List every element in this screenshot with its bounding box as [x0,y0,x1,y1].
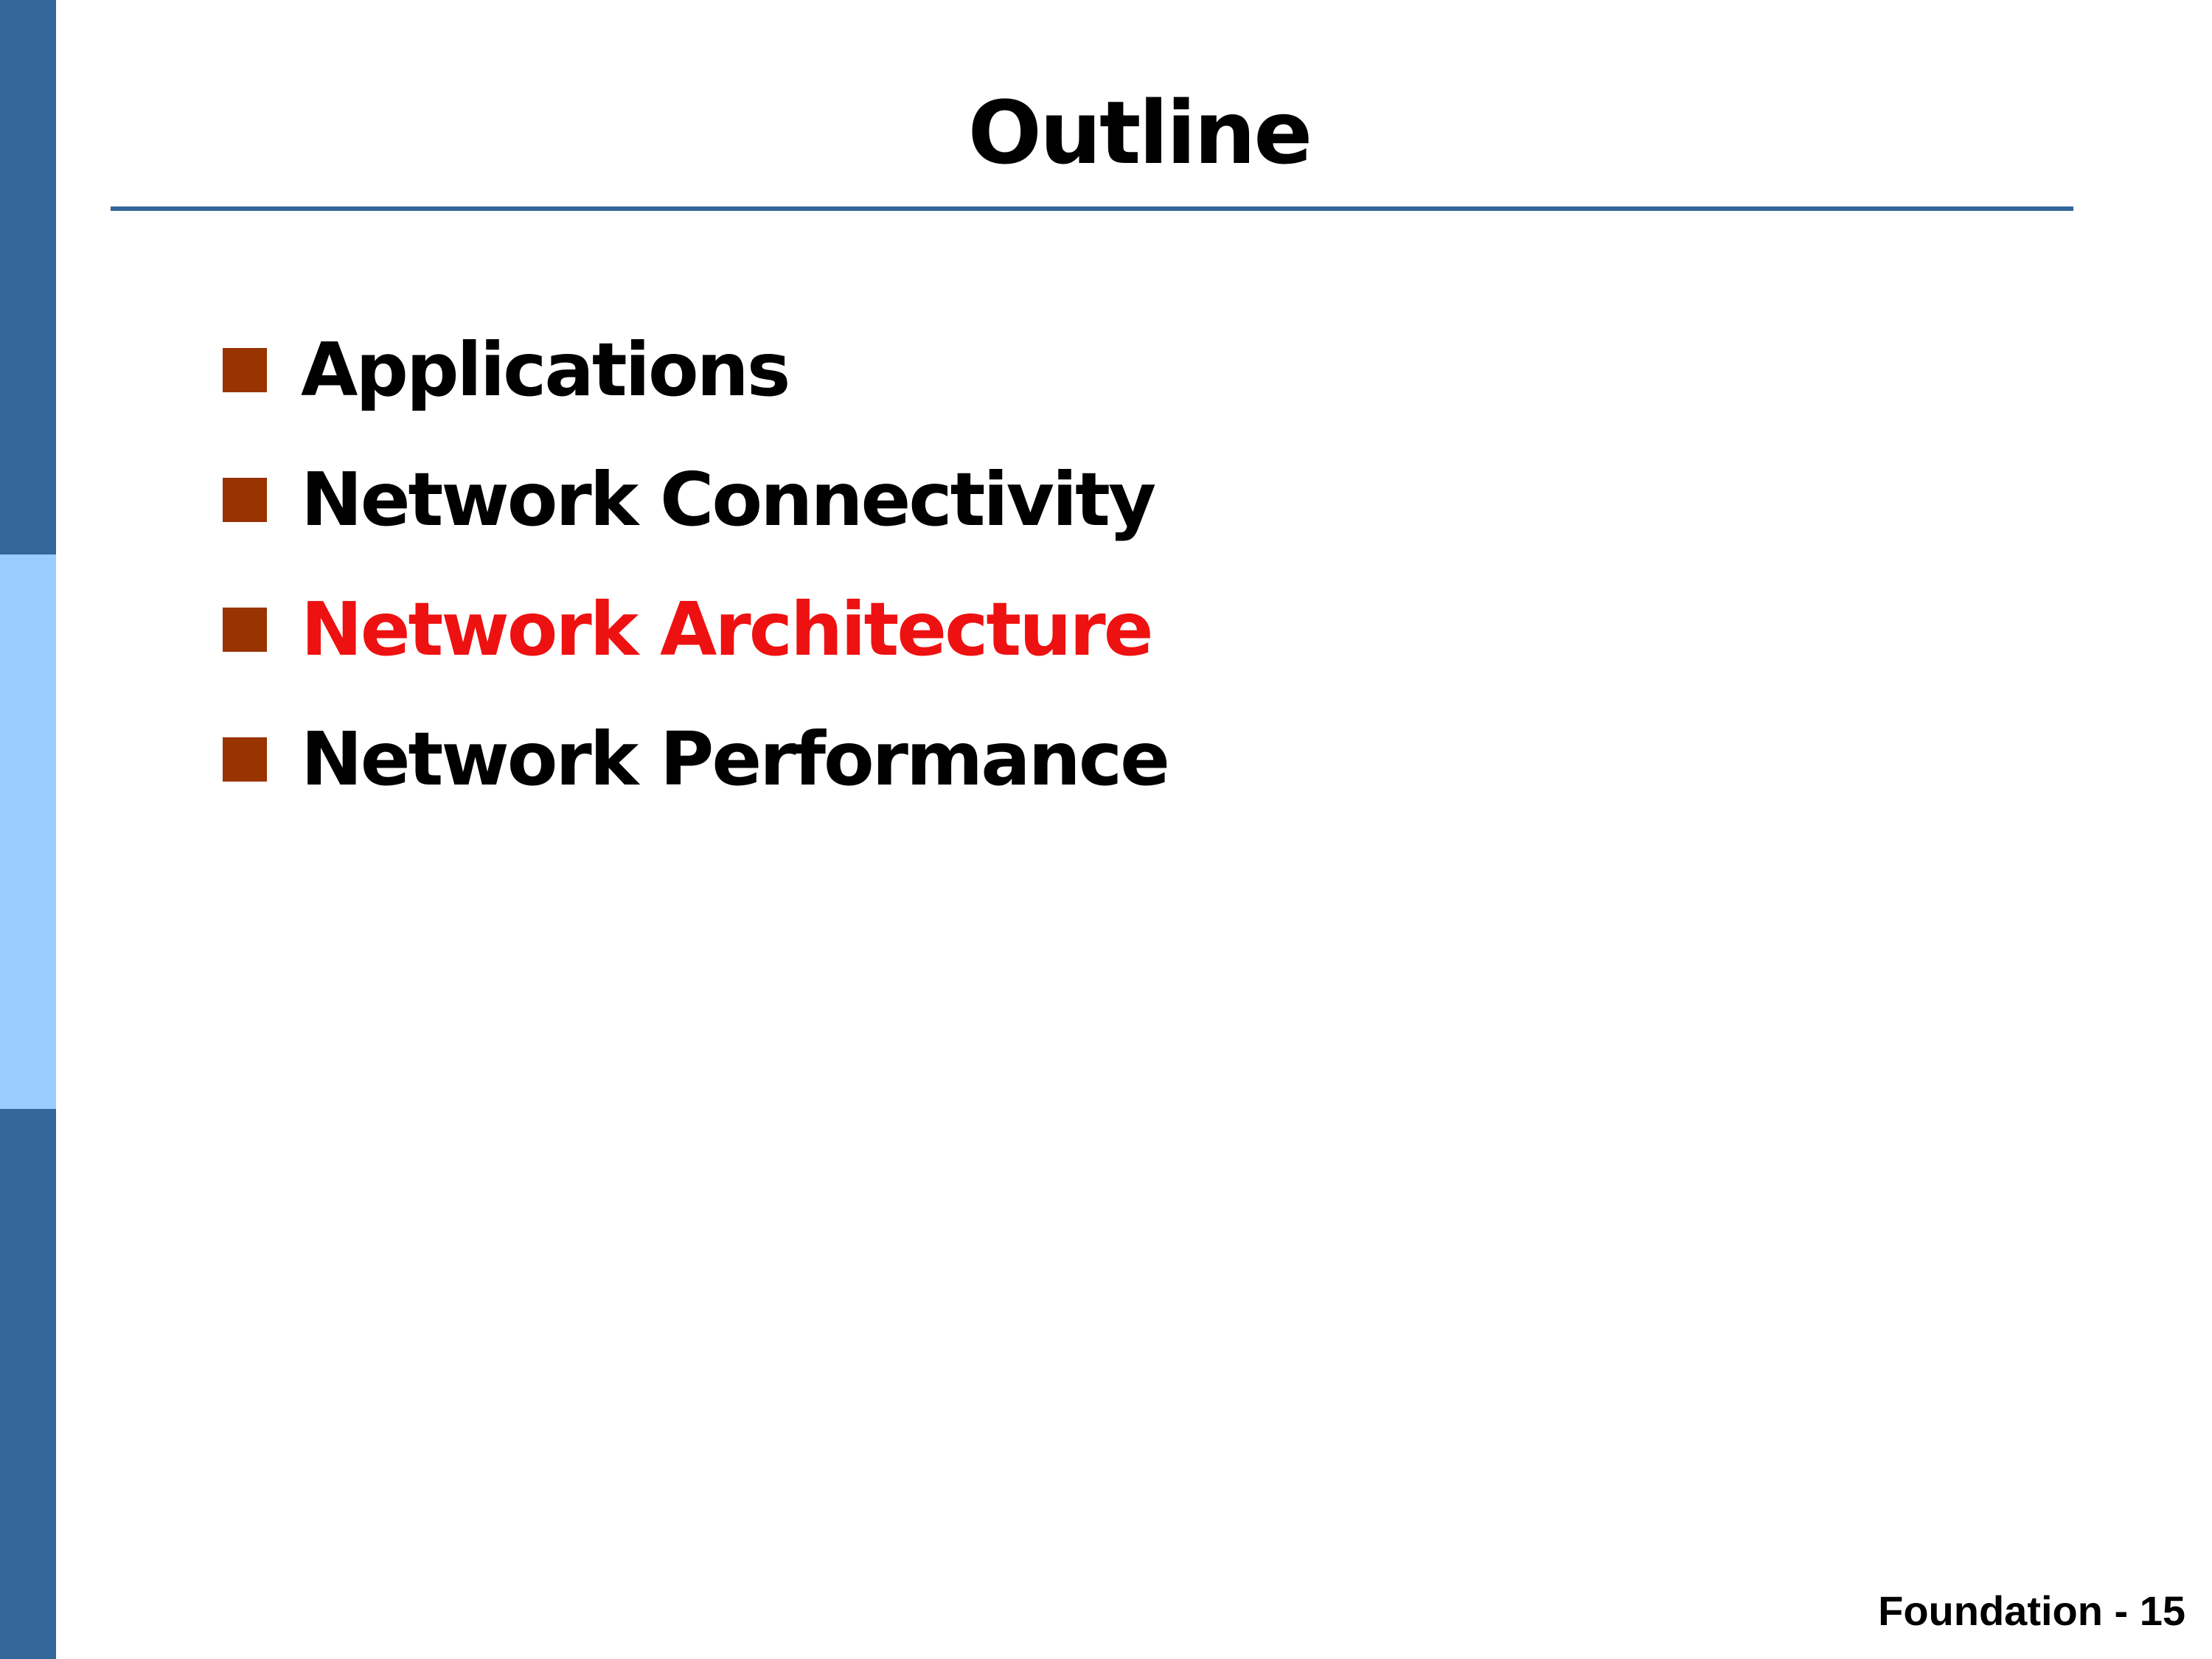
outline-item-label-highlighted: Network Architecture [301,586,1154,672]
outline-item-applications: Applications [223,305,1168,435]
outline-item-network-architecture: Network Architecture [223,565,1168,695]
sidebar-strip [0,0,56,1659]
outline-item-network-performance: Network Performance [223,695,1170,824]
outline-item-network-connectivity: Network Connectivity [223,435,1168,565]
outline-item-label: Network Performance [301,716,1170,802]
outline-list: Applications Network Connectivity Networ… [223,305,1170,824]
sidebar-segment-top [0,0,56,554]
sidebar-segment-middle [0,554,56,1109]
slide-footer-page-label: Foundation - 15 [1878,1587,2185,1634]
sidebar-segment-bottom [0,1109,56,1659]
outline-item-label: Applications [301,327,790,413]
square-bullet-icon [223,608,267,652]
outline-item-label: Network Connectivity [301,456,1156,543]
title-divider [111,206,2073,211]
square-bullet-icon [223,737,267,782]
square-bullet-icon [223,478,267,522]
square-bullet-icon [223,348,267,392]
slide-title: Outline [967,82,1313,184]
